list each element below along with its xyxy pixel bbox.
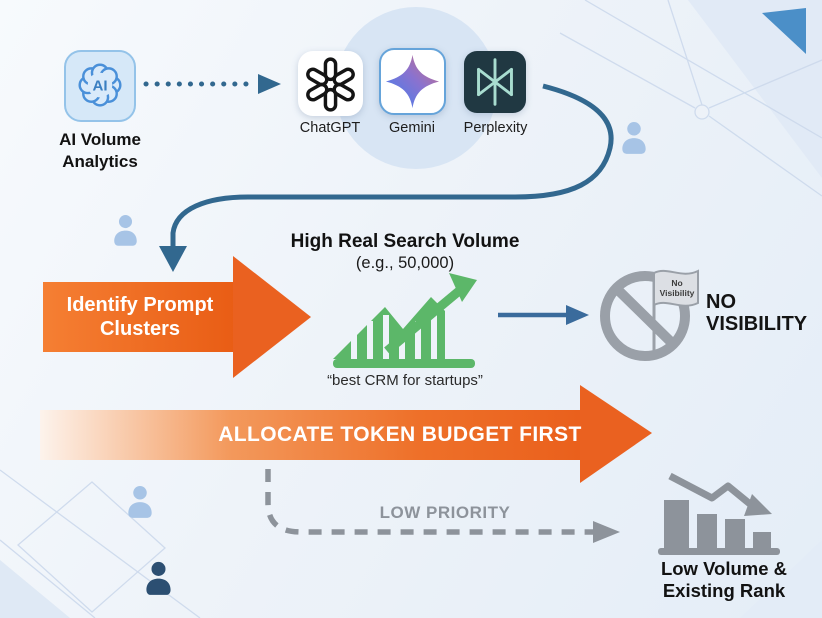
person-icon [114, 215, 137, 246]
straight-arrow [498, 305, 589, 325]
ai-analytics-tile: AI [64, 50, 136, 122]
ai-cloud-icon: AI [78, 63, 122, 107]
example-query-label: “best CRM for startups” [327, 372, 483, 389]
ai-glyph: AI [92, 78, 107, 95]
gemini-icon [379, 48, 446, 115]
no-visibility-sign-icon: No Visibility [600, 269, 699, 361]
growth-chart-icon [333, 273, 477, 368]
source-label: AI Volume Analytics [59, 130, 141, 172]
corner-triangle-shape [688, 0, 822, 178]
search-volume-title: High Real Search Volume [290, 231, 520, 252]
platform-label-chatgpt: ChatGPT [299, 120, 361, 136]
low-volume-label: Low Volume & Existing Rank [660, 558, 788, 602]
person-icon [146, 561, 171, 595]
identify-arrow-label: Identify Prompt Clusters [66, 294, 214, 340]
dotted-arrow [143, 74, 281, 94]
perplexity-icon [464, 51, 526, 113]
flag-text-line2: Visibility [660, 288, 695, 298]
low-priority-label: LOW PRIORITY [379, 503, 511, 522]
declining-bar-chart-icon [658, 472, 780, 555]
person-icon [622, 121, 646, 154]
corner-blue-triangle-icon [762, 8, 806, 54]
corner-triangle-shape [0, 560, 70, 618]
no-visibility-label: NO VISIBILITY [706, 291, 808, 335]
chatgpt-icon [298, 51, 363, 116]
platform-label-perplexity: Perplexity [463, 120, 528, 136]
platform-label-gemini: Gemini [389, 120, 435, 136]
person-icon [128, 485, 152, 518]
identify-arrow-shape [43, 256, 311, 378]
token-budget-arrow-shape [40, 385, 652, 483]
flag-text-line1: No [671, 278, 682, 288]
search-volume-subtitle: (e.g., 50,000) [355, 254, 455, 272]
token-budget-label: ALLOCATE TOKEN BUDGET FIRST [218, 423, 582, 446]
